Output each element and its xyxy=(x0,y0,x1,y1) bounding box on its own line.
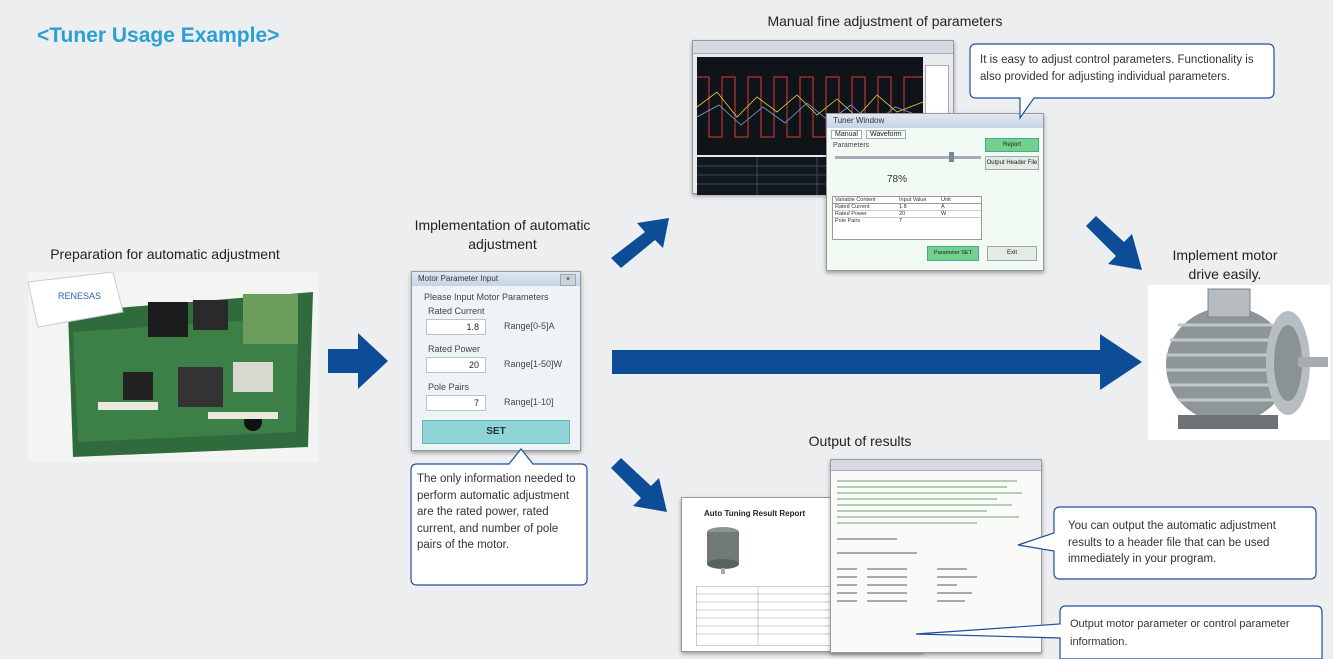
motor-image xyxy=(1148,285,1330,440)
report-title: Auto Tuning Result Report xyxy=(704,509,806,518)
circuit-board-image: RENESAS xyxy=(28,272,318,462)
field-label-rated-power: Rated Power xyxy=(428,344,481,354)
callout-params-text: Output motor parameter or control parame… xyxy=(1070,618,1290,648)
label-output-results: Output of results xyxy=(808,433,912,449)
motor-thumbnail xyxy=(704,524,742,574)
header-file-window xyxy=(830,459,1042,653)
arrow-long-right-icon xyxy=(612,334,1142,390)
tuner-tabs: Manual Waveform xyxy=(831,130,906,139)
tuner-section-label: Parameters xyxy=(833,142,870,149)
table-row: Pole Pairs 7 xyxy=(835,218,903,224)
tab-waveform[interactable]: Waveform xyxy=(865,130,906,139)
svg-text:RENESAS: RENESAS xyxy=(58,291,101,301)
table-row: Rated Current 1.8 A xyxy=(833,204,981,211)
report-button[interactable]: Report xyxy=(985,138,1039,152)
rated-current-input[interactable]: 1.8 xyxy=(426,319,486,335)
callout-header-file: You can output the automatic adjustment … xyxy=(1016,505,1318,581)
rated-power-input[interactable]: 20 xyxy=(426,357,486,373)
waveform-menubar xyxy=(693,41,953,54)
motor-parameter-dialog: Motor Parameter Input × Please Input Mot… xyxy=(411,271,581,451)
tuner-percent: 78% xyxy=(887,174,908,185)
pole-pairs-range: Range[1-10] xyxy=(504,397,554,407)
callout-params: Output motor parameter or control parame… xyxy=(914,604,1324,659)
parameter-set-button[interactable]: Parameter SET xyxy=(927,246,979,261)
tuner-slider[interactable] xyxy=(835,156,981,159)
callout-input-info: The only information needed to perform a… xyxy=(409,447,589,587)
rated-power-range: Range[1-50]W xyxy=(504,359,563,369)
label-manual-adjustment: Manual fine adjustment of parameters xyxy=(767,13,1003,29)
tuner-title: Tuner Window xyxy=(827,114,1043,128)
tab-manual[interactable]: Manual xyxy=(831,130,862,139)
table-header-row: Variable Content Input Value Unit xyxy=(833,197,981,204)
dialog-title: Motor Parameter Input xyxy=(412,272,580,286)
editor-menubar xyxy=(831,460,1041,471)
callout-input-text: The only information needed to perform a… xyxy=(417,473,576,551)
arrow-to-motor-icon xyxy=(1082,216,1148,274)
close-icon[interactable]: × xyxy=(560,274,576,286)
callout-manual: It is easy to adjust control parameters.… xyxy=(968,42,1278,122)
label-implement-motor: Implement motor drive easily. xyxy=(1172,247,1278,282)
set-button[interactable]: SET xyxy=(422,420,570,444)
arrow-right-icon xyxy=(328,333,388,389)
arrow-down-right-icon xyxy=(605,456,675,518)
page-heading: <Tuner Usage Example> xyxy=(37,24,280,47)
tuner-param-table: Variable Content Input Value Unit Rated … xyxy=(832,196,982,240)
pole-pairs-input[interactable]: 7 xyxy=(426,395,486,411)
label-preparation: Preparation for automatic adjustment xyxy=(50,246,280,262)
rated-current-range: Range[0-5]A xyxy=(504,321,555,331)
output-header-button[interactable]: Output Header File xyxy=(985,156,1039,170)
field-label-pole-pairs: Pole Pairs xyxy=(428,382,470,392)
field-label-rated-current: Rated Current xyxy=(428,306,485,316)
tuner-slider-thumb[interactable] xyxy=(949,152,954,162)
table-row: Rated Power 20 W xyxy=(833,211,981,218)
exit-button[interactable]: Exit xyxy=(987,246,1037,261)
label-implementation: Implementation of automatic adjustment xyxy=(414,217,591,252)
tuner-window: Tuner Window Manual Waveform Parameters … xyxy=(826,113,1044,271)
arrow-up-right-icon xyxy=(605,210,675,270)
editor-text xyxy=(837,480,1022,602)
dialog-prompt: Please Input Motor Parameters xyxy=(424,292,549,302)
callout-manual-text: It is easy to adjust control parameters.… xyxy=(980,54,1254,83)
callout-header-text: You can output the automatic adjustment … xyxy=(1068,520,1276,565)
